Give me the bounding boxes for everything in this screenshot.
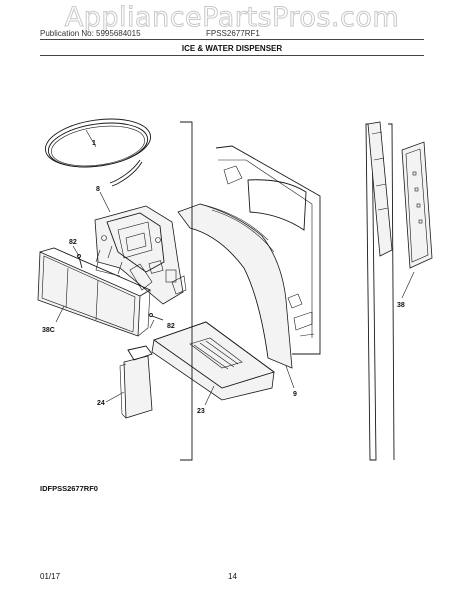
dispenser-housing <box>94 205 187 305</box>
watermark: AppliancePartsPros.com <box>64 2 400 34</box>
publication-number: Publication No: 5995684015 <box>40 29 141 38</box>
callout-8: 8 <box>96 186 100 193</box>
callout-82-upper: 82 <box>69 239 77 246</box>
tubing-coil <box>44 118 152 187</box>
door-side-panel <box>365 121 395 461</box>
callout-9: 9 <box>293 391 297 398</box>
recess-housing <box>177 203 293 369</box>
page-number: 14 <box>228 572 237 581</box>
control-board <box>401 141 433 269</box>
callout-38: 38 <box>397 302 405 309</box>
actuator-paddle <box>119 345 153 419</box>
callout-1: 1 <box>92 140 96 147</box>
door-liner <box>180 121 321 461</box>
drip-tray <box>151 321 275 401</box>
callout-24: 24 <box>97 400 105 407</box>
model-number: FPSS2677RF1 <box>206 29 260 38</box>
title-rule <box>40 55 424 56</box>
leader-lines <box>55 129 415 406</box>
section-title: ICE & WATER DISPENSER <box>181 44 283 53</box>
header-rule <box>40 39 424 40</box>
footer-date: 01/17 <box>40 572 61 581</box>
dispenser-bezel <box>37 247 151 337</box>
diagram-code: IDFPSS2677RF0 <box>40 484 98 493</box>
callout-38c: 38C <box>42 327 55 334</box>
callout-23: 23 <box>197 408 205 415</box>
callout-82-lower: 82 <box>167 323 175 330</box>
